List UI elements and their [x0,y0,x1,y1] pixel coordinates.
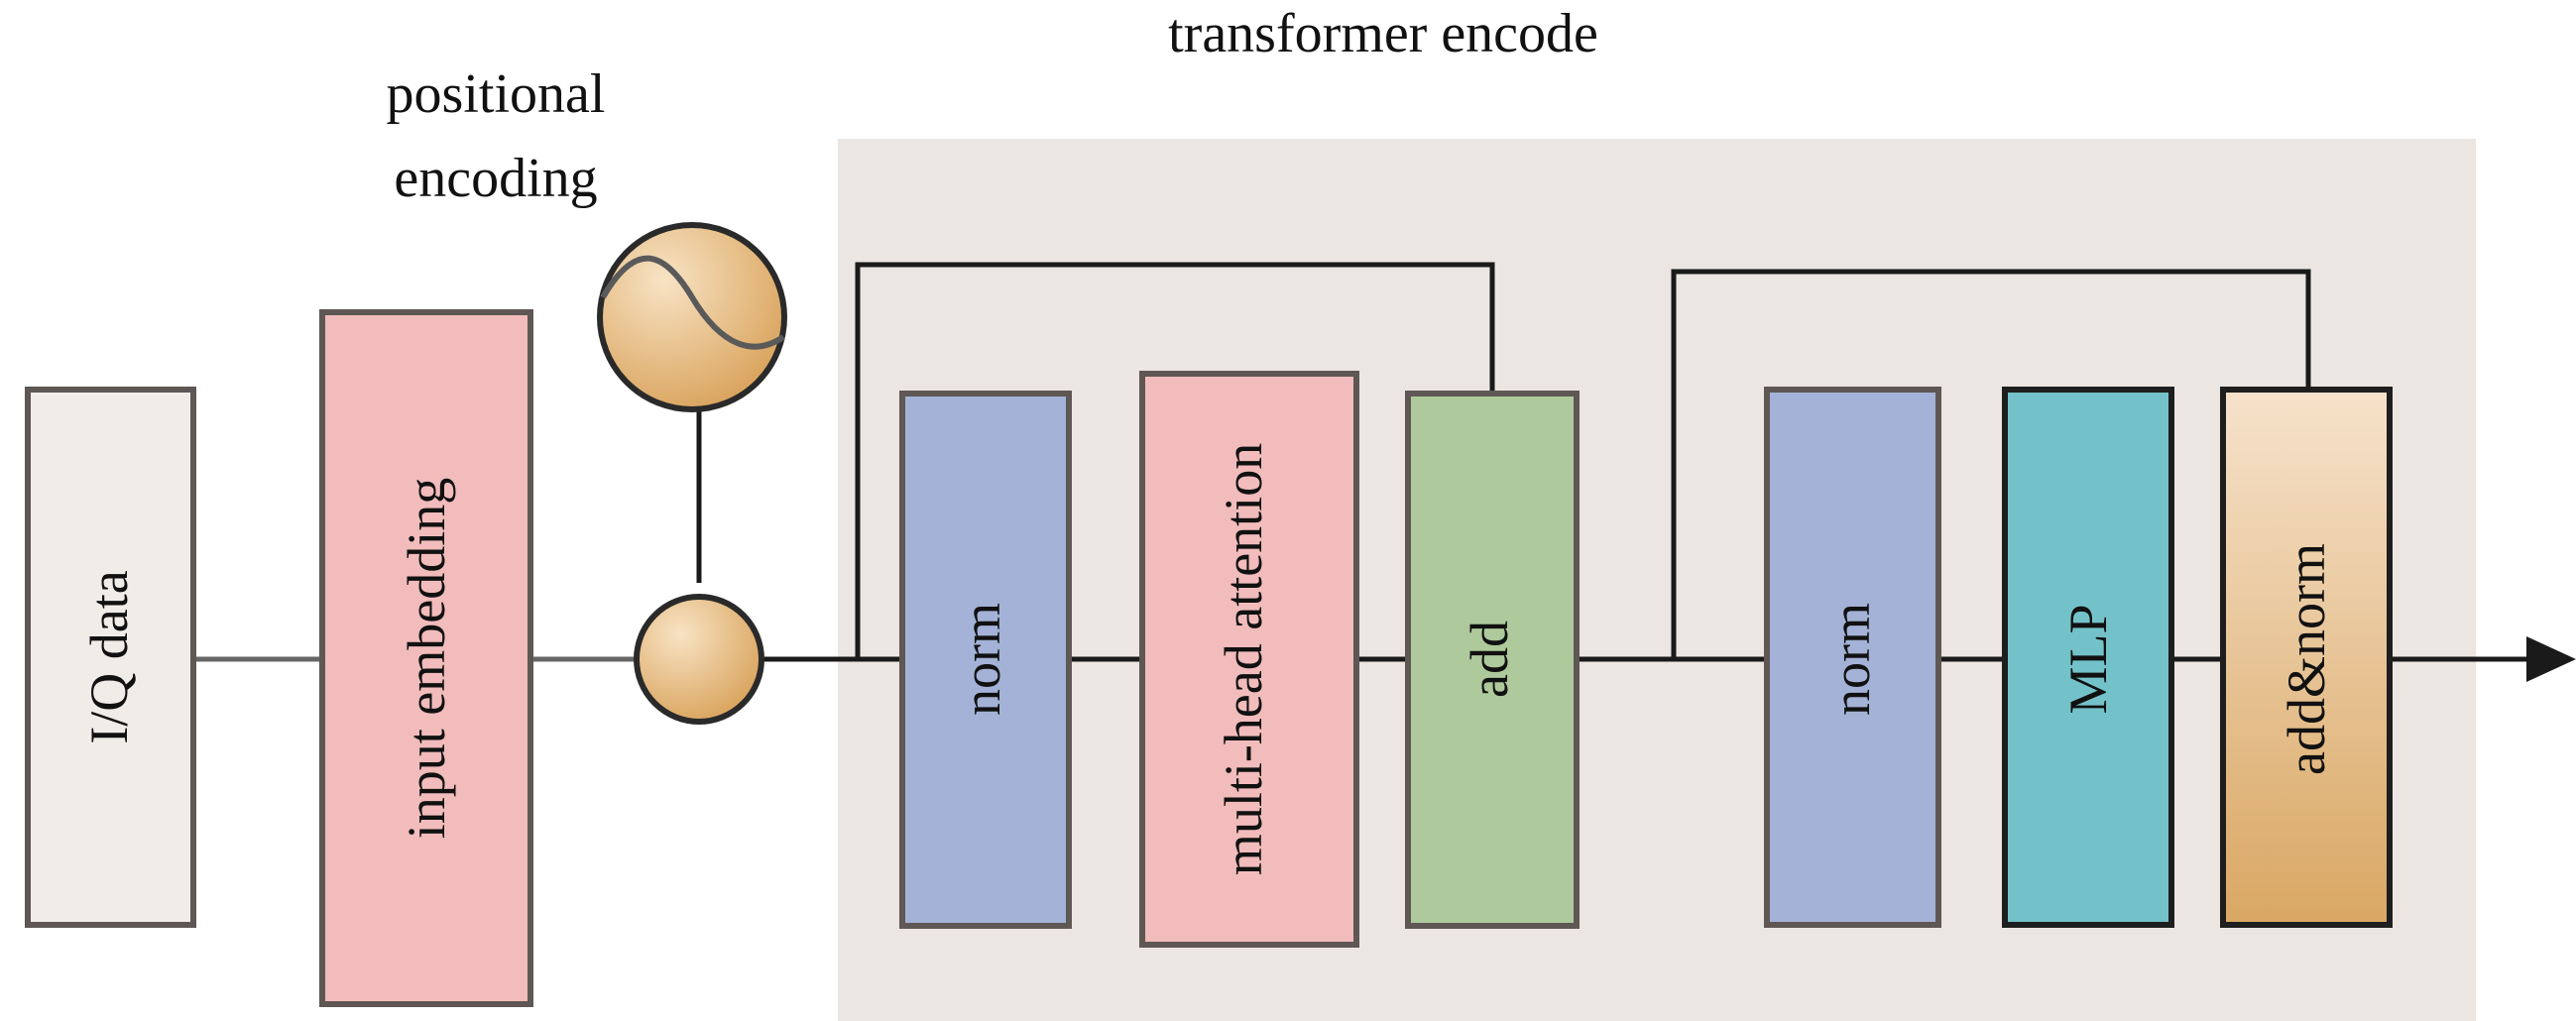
iq-data-label: I/Q data [79,570,139,743]
flow-lines [193,262,2526,662]
norm-1-label: norm [952,603,1011,716]
add-block: add [1405,391,1580,929]
diagram-title: transformer encode [1168,3,1598,64]
output-arrow-icon [2526,636,2576,682]
encoder-background [838,139,2476,1021]
multi-head-attention-block: multi-head attention [1139,371,1359,948]
add-norm-label: add&norm [2277,543,2336,775]
iq-data-block: I/Q data [25,387,196,928]
mlp-label: MLP [2058,604,2118,714]
mlp-block: MLP [2002,387,2174,928]
positional-encoding-label-line1: positional [387,63,606,125]
multi-head-attention-label: multi-head attention [1214,443,1273,875]
sine-wave-icon [597,222,787,412]
norm-block-2: norm [1764,387,1941,928]
positional-encoding-label-line2: encoding [394,148,597,209]
add-label: add [1460,621,1519,698]
norm-2-label: norm [1821,603,1881,716]
input-embedding-label: input embedding [397,478,456,839]
norm-block-1: norm [899,391,1072,929]
input-embedding-block: input embedding [319,309,533,1007]
add-norm-block: add&norm [2220,387,2393,928]
addition-node-icon [634,594,764,725]
